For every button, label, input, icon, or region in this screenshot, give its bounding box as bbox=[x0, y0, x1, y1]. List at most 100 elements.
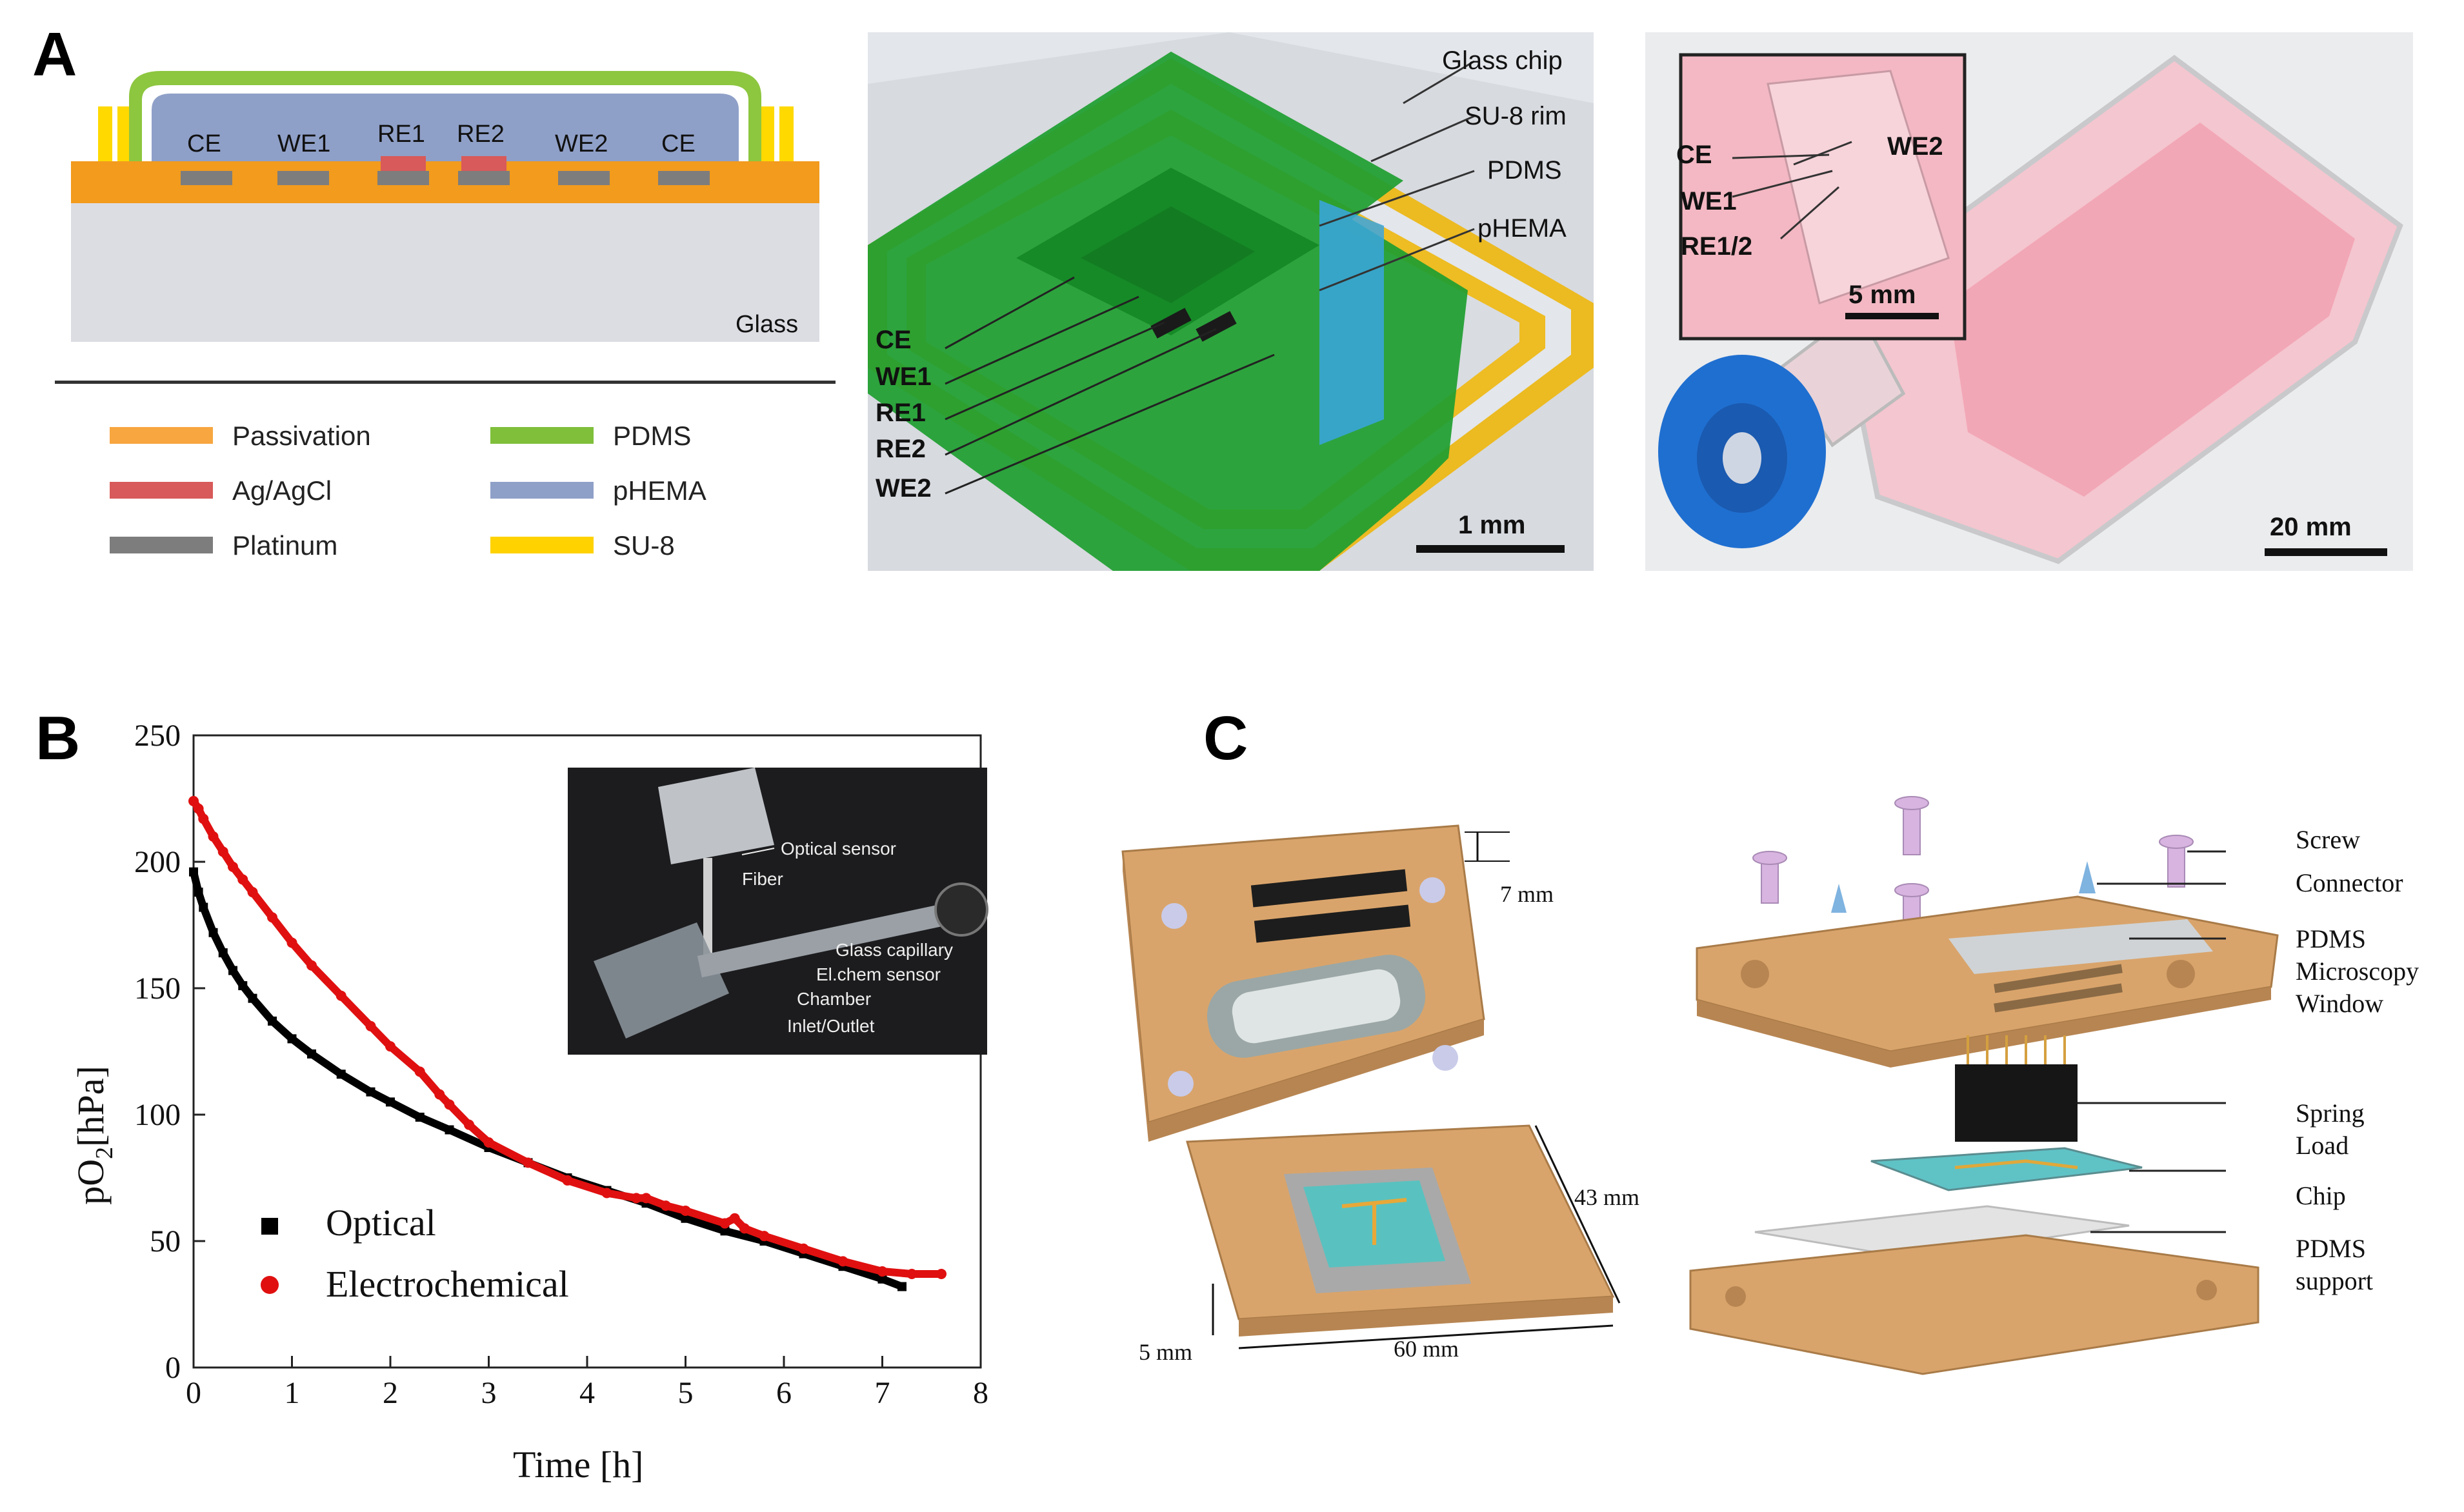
legend-label-platinum: Platinum bbox=[232, 530, 338, 561]
electrode-re2 bbox=[458, 171, 510, 185]
data-point-electrochemical bbox=[414, 1066, 425, 1077]
legend-marker-optical bbox=[261, 1218, 278, 1235]
chip-label-su8-rim: SU-8 rim bbox=[1465, 102, 1567, 130]
data-point-optical bbox=[366, 1087, 376, 1097]
y-tick-label: 250 bbox=[134, 719, 181, 753]
inset-label-re12: RE1/2 bbox=[1681, 232, 1753, 261]
legend-label-su8: SU-8 bbox=[613, 530, 675, 561]
chip-label-glass-chip: Glass chip bbox=[1442, 46, 1563, 75]
y-tick-label: 200 bbox=[134, 845, 181, 879]
data-point-electrochemical bbox=[247, 887, 258, 898]
layer-label-ce-right: CE bbox=[661, 130, 696, 157]
data-point-electrochemical bbox=[739, 1223, 750, 1234]
inset-label-inlet-outlet: Inlet/Outlet bbox=[787, 1016, 875, 1036]
chip-label-we1: WE1 bbox=[876, 363, 932, 391]
phema-layer bbox=[152, 94, 739, 161]
x-tick-label: 7 bbox=[875, 1376, 890, 1410]
exploded-label-window: Window bbox=[2296, 989, 2384, 1018]
data-point-electrochemical bbox=[434, 1089, 445, 1100]
legend-swatch-passivation bbox=[110, 427, 213, 444]
legend-swatch-phema bbox=[490, 482, 594, 499]
data-point-electrochemical bbox=[719, 1218, 730, 1229]
exploded-label-load: Load bbox=[2296, 1131, 2349, 1160]
panel-a-letter: A bbox=[32, 20, 77, 89]
data-point-electrochemical bbox=[188, 795, 199, 806]
dimension-label-7mm: 7 mm bbox=[1500, 881, 1554, 907]
data-point-optical bbox=[194, 888, 203, 897]
data-point-optical bbox=[720, 1226, 730, 1236]
x-tick-label: 8 bbox=[973, 1376, 988, 1410]
electrode-we1 bbox=[277, 171, 329, 185]
legend-label-optical: Optical bbox=[326, 1202, 436, 1244]
data-point-optical bbox=[228, 966, 237, 975]
layer-label-ce-left: CE bbox=[187, 130, 221, 157]
data-point-electrochemical bbox=[936, 1268, 947, 1279]
chip-label-re1: RE1 bbox=[876, 399, 926, 427]
data-point-electrochemical bbox=[217, 846, 228, 857]
pdms-cover bbox=[129, 71, 761, 161]
data-point-electrochemical bbox=[385, 1041, 396, 1052]
data-point-electrochemical bbox=[906, 1268, 917, 1279]
data-point-optical bbox=[248, 993, 257, 1003]
electrode-ce-left bbox=[181, 171, 232, 185]
panel-c-letter: C bbox=[1203, 704, 1248, 773]
data-point-optical bbox=[189, 867, 198, 877]
inset-label-optical-sensor: Optical sensor bbox=[781, 839, 896, 859]
data-point-electrochemical bbox=[837, 1256, 848, 1267]
data-point-electrochemical bbox=[729, 1213, 740, 1224]
su8-rim-right bbox=[760, 106, 774, 161]
data-point-electrochemical bbox=[641, 1193, 652, 1204]
legend-label-pdms: PDMS bbox=[613, 421, 692, 451]
electrode-ce-right bbox=[658, 171, 710, 185]
chip-label-pdms: PDMS bbox=[1487, 156, 1562, 184]
y-tick-label: 100 bbox=[134, 1098, 181, 1132]
data-point-optical bbox=[897, 1282, 906, 1291]
cross-section-diagram: CE WE1 RE1 RE2 WE2 CE Glass bbox=[71, 71, 819, 342]
legend-label-electrochemical: Electrochemical bbox=[326, 1263, 569, 1305]
x-tick-label: 3 bbox=[481, 1376, 497, 1410]
data-point-electrochemical bbox=[444, 1099, 455, 1110]
data-point-electrochemical bbox=[286, 937, 297, 948]
data-point-optical bbox=[445, 1125, 454, 1135]
legend-marker-electrochemical bbox=[261, 1276, 279, 1294]
exploded-label-connector: Connector bbox=[2296, 868, 2403, 897]
legend-label-agagcl: Ag/AgCl bbox=[232, 475, 332, 506]
su8-rim-left bbox=[98, 106, 112, 161]
data-point-electrochemical bbox=[306, 960, 317, 971]
data-point-electrochemical bbox=[759, 1231, 770, 1242]
glass-substrate bbox=[71, 203, 819, 342]
data-point-electrochemical bbox=[523, 1157, 534, 1168]
inset-scale-label: 5 mm bbox=[1848, 281, 1916, 309]
x-tick-label: 6 bbox=[776, 1376, 792, 1410]
chip-render-image: Glass chip SU-8 rim PDMS pHEMA CE WE1 RE… bbox=[868, 32, 1594, 571]
exploded-label-pdms: PDMS bbox=[2296, 924, 2366, 953]
data-point-electrochemical bbox=[562, 1175, 573, 1186]
inset-label-we2: WE2 bbox=[1887, 132, 1943, 161]
legend-swatch-platinum bbox=[110, 537, 213, 553]
exploded-view-drawing bbox=[1689, 796, 2279, 1375]
legend-swatch-su8 bbox=[490, 537, 594, 553]
data-point-electrochemical bbox=[267, 912, 277, 923]
data-point-electrochemical bbox=[631, 1193, 642, 1204]
electrode-re1-agcl bbox=[381, 156, 426, 171]
su8-rim-left-inner bbox=[117, 106, 132, 161]
data-point-optical bbox=[238, 981, 248, 991]
x-axis-title: Time [h] bbox=[513, 1444, 644, 1486]
inset-label-we1: WE1 bbox=[1681, 187, 1737, 215]
data-point-optical bbox=[386, 1097, 395, 1107]
data-point-electrochemical bbox=[228, 861, 238, 872]
data-point-optical bbox=[208, 928, 218, 937]
su8-rim-right-inner bbox=[779, 106, 794, 161]
layer-label-we1: WE1 bbox=[277, 130, 330, 157]
x-tick-label: 1 bbox=[285, 1376, 300, 1410]
data-point-electrochemical bbox=[237, 874, 248, 885]
data-point-electrochemical bbox=[680, 1205, 691, 1216]
x-tick-label: 5 bbox=[678, 1376, 694, 1410]
substrate-label: Glass bbox=[736, 311, 798, 338]
exploded-label-spring: Spring bbox=[2296, 1099, 2365, 1128]
data-point-optical bbox=[199, 902, 208, 912]
holder-drawing bbox=[1121, 824, 1621, 1349]
layer-label-we2: WE2 bbox=[555, 130, 608, 157]
data-point-optical bbox=[268, 1016, 277, 1026]
data-point-optical bbox=[336, 1069, 346, 1079]
